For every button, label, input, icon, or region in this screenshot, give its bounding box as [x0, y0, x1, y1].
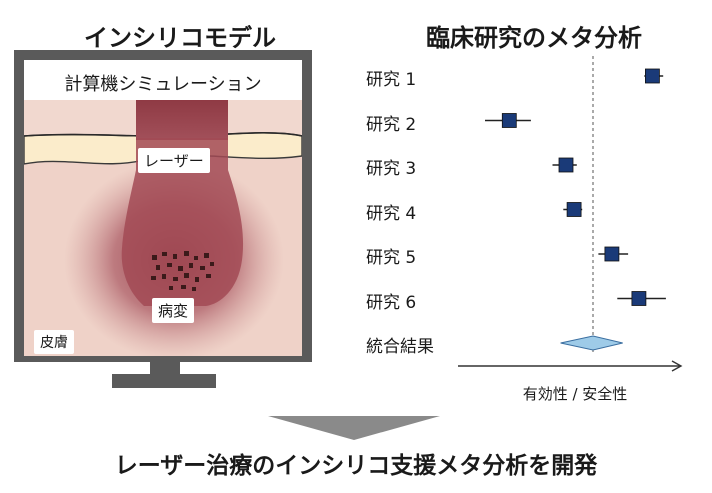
monitor-neck — [150, 362, 180, 374]
study-point-marker — [631, 291, 647, 306]
study-point-marker — [604, 246, 620, 262]
lesion-label: 病変 — [152, 298, 195, 323]
laser-beam-top — [136, 100, 228, 140]
lesion-particles — [151, 251, 214, 291]
left-panel-title: インシリコモデル — [84, 24, 276, 52]
study-label: 研究 4 — [366, 203, 417, 224]
bottom-caption: レーザー治療のインシリコ支援メタ分析を開発 — [114, 453, 598, 479]
x-axis-label: 有効性 / 安全性 — [522, 385, 628, 403]
study-label: 研究 2 — [366, 114, 417, 135]
skin-simulation-illustration — [24, 100, 302, 356]
x-axis-arrow-icon — [671, 360, 683, 372]
study-point-marker — [501, 113, 517, 128]
study-label: 研究 5 — [366, 248, 417, 268]
study-label: 研究 1 — [366, 70, 417, 90]
pooled-estimate-diamond — [560, 335, 623, 351]
study-label: 研究 3 — [366, 159, 417, 179]
simulation-label: 計算機シミュレーション — [64, 74, 262, 95]
laser-label: レーザー — [138, 148, 210, 173]
skin-label: 皮膚 — [34, 330, 74, 354]
right-panel-title: 臨床研究のメタ分析 — [426, 24, 642, 52]
study-point-marker — [566, 202, 582, 217]
study-label: 研究 6 — [366, 292, 417, 313]
monitor-screen: 計算機シミュレーション レーザー 病変 皮膚 — [24, 60, 302, 356]
monitor-stand — [112, 374, 216, 388]
pooled-label: 統合結果 — [366, 337, 434, 357]
study-point-marker — [558, 157, 574, 173]
study-point-marker — [645, 68, 660, 84]
